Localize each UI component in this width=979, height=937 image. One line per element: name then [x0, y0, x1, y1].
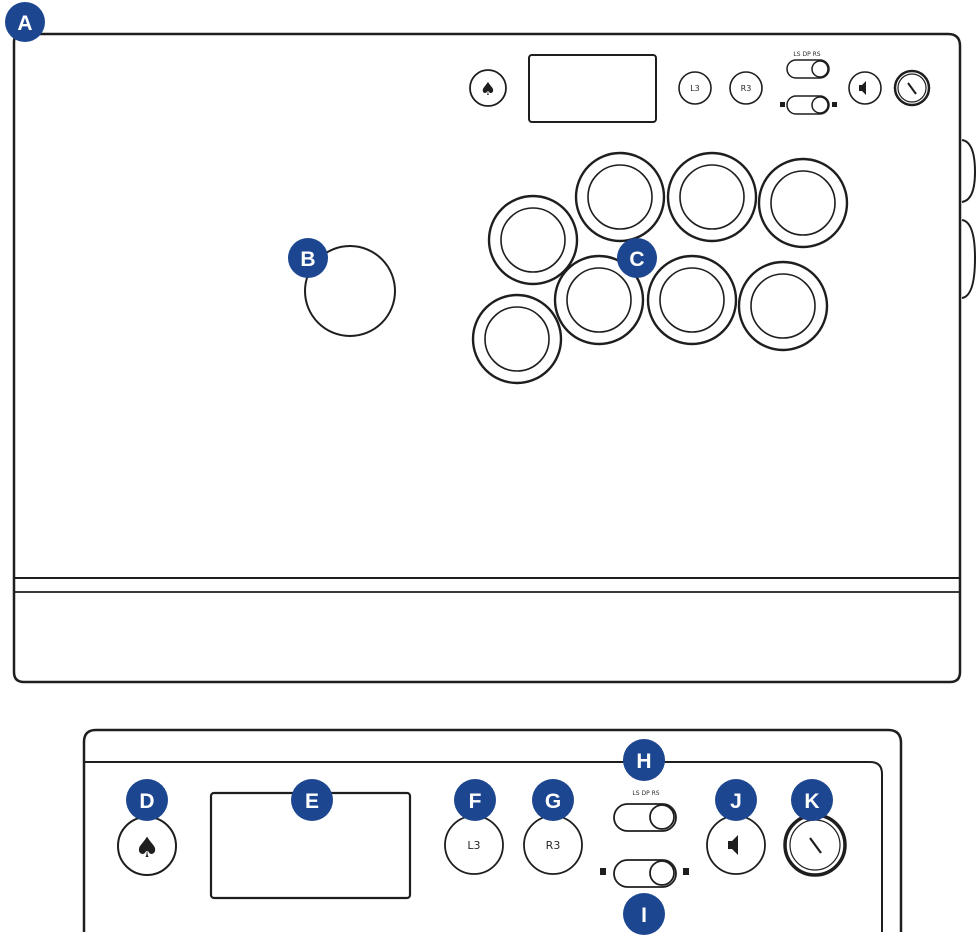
callout-j: J: [715, 779, 757, 821]
top-mic-button[interactable]: [893, 69, 931, 107]
action-button-top-2[interactable]: [574, 151, 666, 243]
callout-c: C: [617, 238, 657, 278]
lock-icon: [600, 868, 606, 875]
joystick[interactable]: [304, 245, 396, 337]
svg-text:H: H: [636, 750, 651, 773]
action-button-top-1[interactable]: [487, 194, 579, 286]
callout-a: A: [5, 2, 45, 42]
detail-l3-button[interactable]: L3: [444, 815, 504, 875]
action-button-top-3[interactable]: [666, 151, 758, 243]
svg-text:G: G: [545, 790, 561, 813]
detail-l3-label: L3: [467, 839, 480, 852]
action-button-bottom-4[interactable]: [737, 260, 829, 352]
callout-k: K: [791, 779, 833, 821]
detail-lock-switch[interactable]: [600, 859, 689, 888]
action-button-bottom-2[interactable]: [553, 254, 645, 346]
detail-mode-switch[interactable]: LS DP RS: [613, 790, 677, 832]
callout-h: H: [623, 739, 665, 781]
top-l3-button[interactable]: L3: [678, 71, 712, 105]
svg-text:K: K: [804, 790, 819, 813]
callout-b: B: [288, 238, 328, 278]
top-lock-switch[interactable]: [780, 95, 837, 115]
svg-text:F: F: [469, 790, 482, 813]
ps-logo-icon: ♠: [134, 831, 159, 864]
detail-panel: [82, 728, 903, 932]
callout-i: I: [623, 893, 665, 935]
detail-r3-label: R3: [546, 839, 561, 852]
top-r3-button[interactable]: R3: [729, 71, 763, 105]
top-audio-button[interactable]: [848, 71, 882, 105]
svg-text:I: I: [641, 904, 647, 927]
detail-r3-button[interactable]: R3: [523, 815, 583, 875]
action-button-bottom-1[interactable]: [471, 293, 563, 385]
mic-mute-icon: [809, 837, 822, 854]
lock-icon: [780, 102, 785, 107]
svg-text:J: J: [730, 790, 742, 813]
callout-d: D: [126, 779, 168, 821]
detail-audio-button[interactable]: [706, 815, 766, 875]
detail-ps-button[interactable]: ♠: [117, 816, 177, 876]
action-button-top-4[interactable]: [757, 157, 849, 249]
top-touch-panel[interactable]: [528, 54, 657, 123]
action-button-bottom-3[interactable]: [646, 254, 738, 346]
svg-text:A: A: [17, 12, 32, 35]
callout-f: F: [454, 779, 496, 821]
top-ps-button[interactable]: ♠: [469, 69, 507, 107]
svg-text:D: D: [139, 790, 154, 813]
svg-text:B: B: [300, 248, 315, 271]
controller-body: [12, 32, 977, 684]
top-mode-switch-label: LS DP RS: [793, 51, 820, 58]
top-mode-switch[interactable]: LS DP RS: [786, 51, 830, 79]
svg-text:E: E: [305, 790, 319, 813]
detail-mic-button[interactable]: [783, 813, 847, 877]
unlock-icon: [832, 102, 837, 107]
callout-e: E: [291, 779, 333, 821]
unlock-icon: [683, 868, 689, 875]
ps-logo-icon: ♠: [480, 79, 496, 100]
detail-mode-switch-label: LS DP RS: [632, 790, 659, 797]
speaker-icon: [859, 81, 866, 95]
speaker-icon: [728, 835, 738, 855]
top-l3-label: L3: [690, 84, 700, 93]
callout-g: G: [532, 779, 574, 821]
top-r3-label: R3: [741, 84, 752, 93]
mic-mute-icon: [907, 82, 917, 95]
svg-text:C: C: [629, 248, 644, 271]
